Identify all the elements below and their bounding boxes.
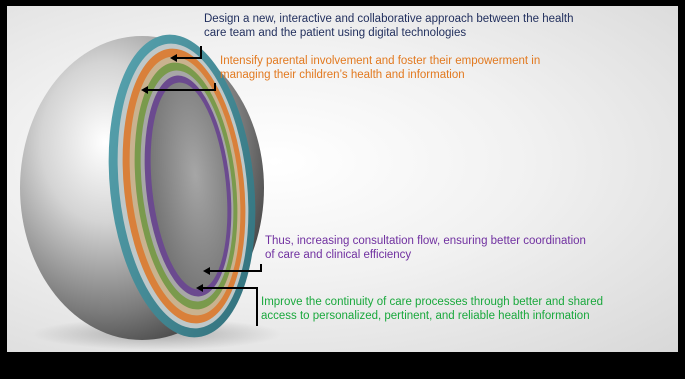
statement-2-line1: Intensify parental involvement and foste…: [220, 55, 541, 67]
connector-elbow-3: [210, 264, 262, 272]
statement-1: Design a new, interactive and collaborat…: [204, 12, 574, 40]
statement-3-line2: of care and clinical efficiency: [265, 249, 412, 261]
bottom-bar: [0, 352, 685, 379]
connector-arrow-1: [170, 54, 177, 62]
connector-arrow-3: [203, 267, 210, 275]
statement-4-line2: access to personalized, pertinent, and r…: [261, 310, 590, 322]
connector-arrow-2: [141, 86, 148, 94]
statement-2-line2: managing their children’s health and inf…: [220, 69, 465, 81]
connector-arrow-4: [196, 284, 203, 292]
connector-elbow-1: [177, 46, 202, 59]
slide: Design a new, interactive and collaborat…: [7, 6, 678, 352]
statement-3: Thus, increasing consultation flow, ensu…: [265, 234, 586, 262]
connector-elbow-2: [148, 83, 216, 91]
sphere-core: [150, 82, 228, 290]
statement-1-line2: care team and the patient using digital …: [204, 27, 467, 39]
statement-4-line1: Improve the continuity of care processes…: [261, 296, 604, 308]
connector-elbow-4: [203, 287, 258, 326]
statement-3-line1: Thus, increasing consultation flow, ensu…: [265, 235, 586, 247]
layered-sphere-diagram: [20, 34, 622, 350]
statement-4: Improve the continuity of care processes…: [261, 295, 603, 323]
statement-1-line1: Design a new, interactive and collaborat…: [204, 13, 574, 25]
statement-2: Intensify parental involvement and foste…: [220, 54, 540, 82]
